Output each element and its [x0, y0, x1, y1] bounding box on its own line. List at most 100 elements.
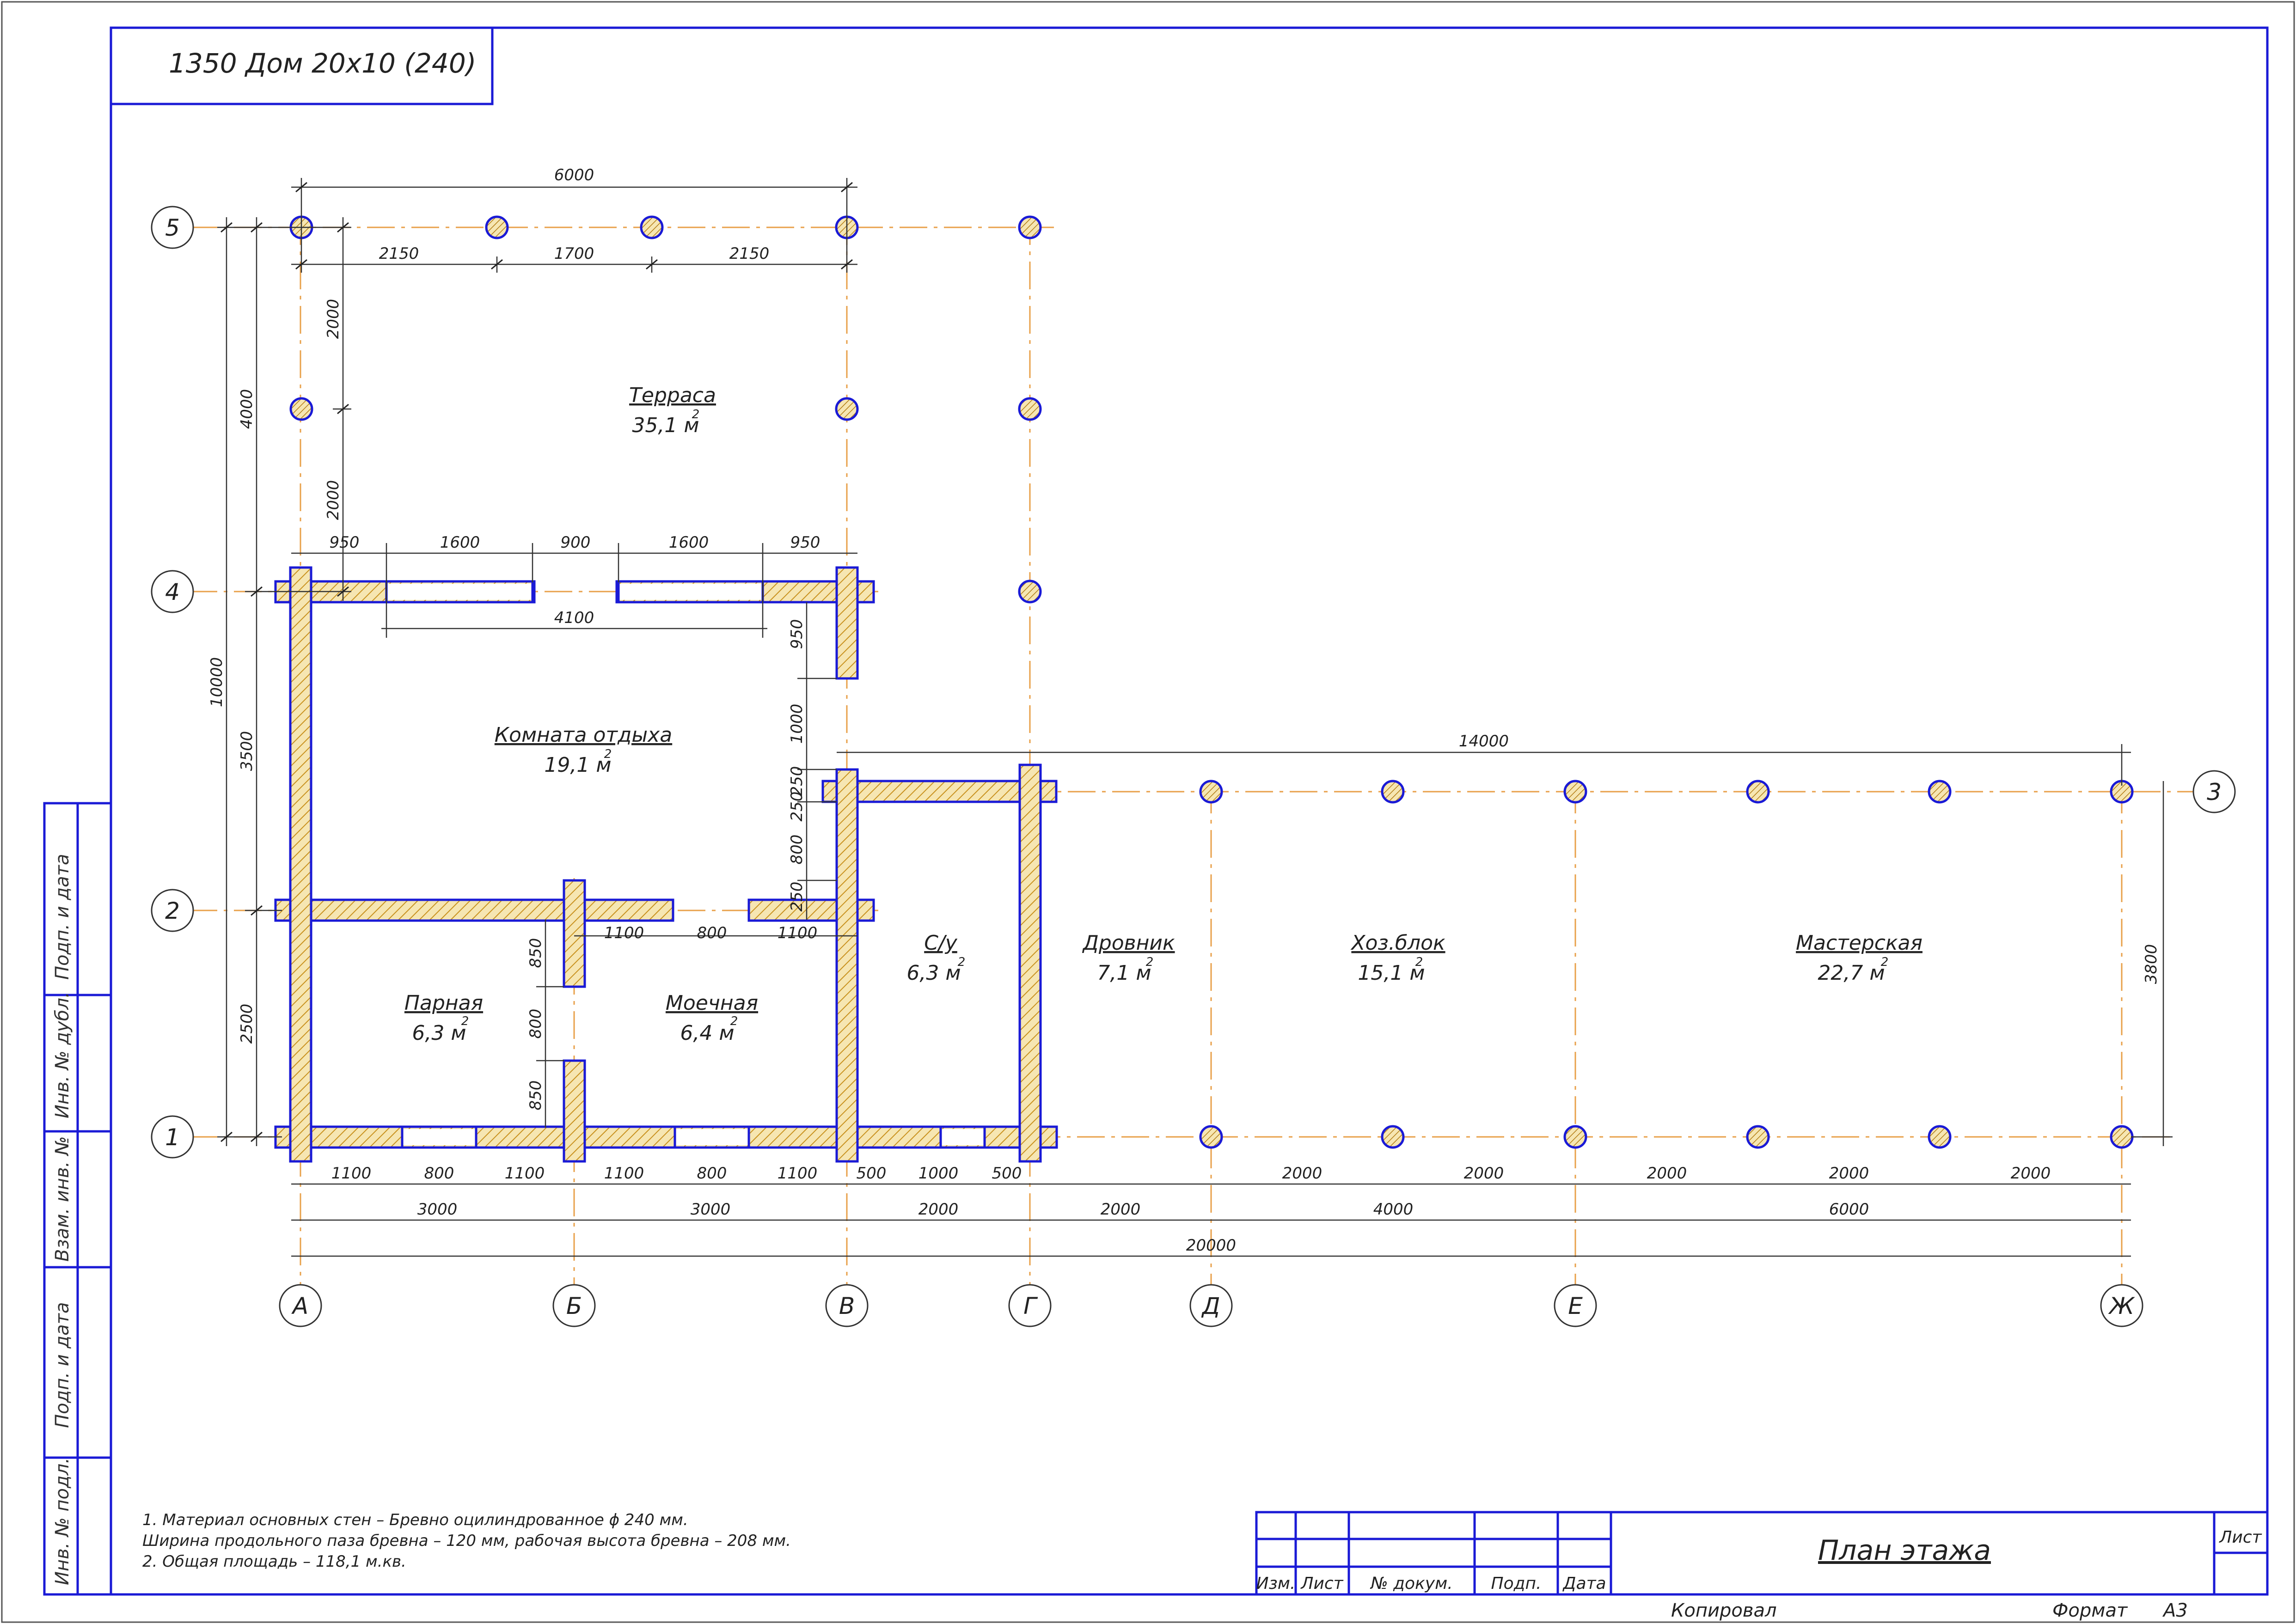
- wall-openings: [386, 584, 985, 1145]
- dim-label: 800: [788, 835, 806, 865]
- dim-label: 1100: [505, 1164, 545, 1183]
- dim-label: 850: [527, 938, 545, 968]
- dim-label: 2000: [1282, 1164, 1322, 1183]
- axis-label: 3: [2207, 779, 2222, 806]
- axis-label: В: [839, 1293, 855, 1319]
- axis-label: Г: [1023, 1293, 1038, 1319]
- axis-label: 1: [165, 1124, 180, 1151]
- dim-label: 2150: [379, 244, 419, 263]
- room-name: Комната отдыха: [495, 723, 672, 747]
- axis-label: 2: [165, 897, 180, 924]
- project-title: 1350 Дом 20х10 (240): [169, 48, 476, 79]
- dim-label: 1000: [788, 704, 806, 744]
- column: [1928, 1125, 1952, 1149]
- dim-label: 2000: [2011, 1164, 2051, 1183]
- column: [289, 397, 313, 421]
- room-area: 6,3 м: [412, 1021, 466, 1045]
- room-name: Моечная: [666, 991, 758, 1015]
- dim-label: 10000: [208, 657, 226, 707]
- stamp-label: Подп. и дата: [52, 1302, 73, 1428]
- dim-label: 4100: [554, 609, 594, 627]
- tb-col-header: Подп.: [1491, 1574, 1542, 1593]
- axis-label: Д: [1201, 1293, 1220, 1319]
- room-name: С/у: [924, 931, 958, 955]
- dim-label: 14000: [1459, 732, 1509, 751]
- dim-label: 2000: [918, 1200, 959, 1219]
- dim-label: 2500: [238, 1004, 256, 1044]
- general-notes: 1. Материал основных стен – Бревно оцили…: [142, 1511, 791, 1571]
- room-name: Мастерская: [1796, 931, 1923, 955]
- column: [1563, 780, 1587, 804]
- dim-label: 500: [857, 1164, 887, 1183]
- room-name: Хоз.блок: [1350, 931, 1445, 955]
- dim-label: 2000: [324, 480, 343, 520]
- column: [1928, 780, 1952, 804]
- title-block: [1255, 1511, 2269, 1596]
- log-walls: [274, 566, 1058, 1163]
- stamp-label: Подп. и дата: [52, 854, 73, 980]
- column: [1199, 780, 1223, 804]
- dim-label: 800: [424, 1164, 454, 1183]
- column: [485, 215, 509, 239]
- tb-format-label: Формат: [2052, 1600, 2128, 1621]
- room-area: 6,4 м: [680, 1021, 734, 1045]
- dim-label: 950: [790, 533, 820, 552]
- note-line: 1. Материал основных стен – Бревно оцили…: [142, 1511, 688, 1529]
- room-name: Парная: [404, 991, 483, 1015]
- dim-label: 2000: [1464, 1164, 1504, 1183]
- tb-copied: Копировал: [1671, 1600, 1777, 1621]
- dimension-lines: [217, 178, 2173, 1257]
- column: [2110, 1125, 2134, 1149]
- stamp-label: Инв. № дубл.: [52, 992, 73, 1118]
- dim-label: 3500: [238, 731, 256, 771]
- main-frame: [110, 26, 2269, 1596]
- room-wc: С/у 6,3 м 2: [906, 931, 965, 985]
- dim-label: 900: [561, 533, 591, 552]
- room-terrace: Терраса 35,1 м 2: [629, 384, 716, 437]
- dimension-ticks: [220, 182, 853, 1142]
- room-area: 7,1 м: [1097, 961, 1151, 985]
- dim-label: 800: [697, 1164, 727, 1183]
- column: [1199, 1125, 1223, 1149]
- dim-label: 2000: [1829, 1164, 1869, 1183]
- dim-label: 1100: [604, 1164, 644, 1183]
- dim-label: 500: [992, 1164, 1022, 1183]
- area-sup: 2: [1415, 955, 1423, 969]
- room-steam: Парная 6,3 м 2: [404, 991, 483, 1045]
- tb-col-header: Изм.: [1256, 1574, 1296, 1593]
- area-sup: 2: [1146, 955, 1154, 969]
- column: [1746, 780, 1770, 804]
- room-lounge: Комната отдыха 19,1 м 2: [495, 723, 672, 777]
- area-sup: 2: [461, 1014, 469, 1028]
- dim-label: 250: [788, 882, 806, 912]
- dim-label: 3800: [2142, 944, 2161, 984]
- dim-label: 250: [788, 766, 806, 796]
- tb-sheet-label: Лист: [2218, 1528, 2262, 1547]
- tb-format-value: А3: [2162, 1600, 2188, 1621]
- dim-label: 4000: [238, 389, 256, 429]
- column: [640, 215, 664, 239]
- note-line: 2. Общая площадь – 118,1 м.кв.: [142, 1552, 406, 1571]
- room-area: 35,1 м: [632, 414, 699, 437]
- dim-label: 1100: [778, 924, 818, 942]
- axis-label: А: [291, 1293, 308, 1319]
- dim-label: 2000: [324, 299, 343, 339]
- column: [1018, 215, 1042, 239]
- room-woodshed: Дровник 7,1 м 2: [1082, 931, 1175, 985]
- dim-label: 1600: [440, 533, 480, 552]
- stamp-label: Взам. инв. №: [52, 1136, 73, 1262]
- dim-label: 6000: [554, 166, 594, 184]
- room-area: 19,1 м: [544, 753, 611, 777]
- axis-label: Е: [1568, 1293, 1583, 1319]
- opening-jambs: [385, 581, 986, 1148]
- column: [1381, 780, 1405, 804]
- column: [1018, 580, 1042, 604]
- axis-label: 5: [165, 214, 180, 241]
- dim-label: 250: [788, 792, 806, 822]
- area-sup: 2: [730, 1014, 738, 1028]
- axis-bubbles: [151, 206, 2236, 1327]
- project-title-box: 1350 Дом 20х10 (240): [111, 28, 494, 105]
- dim-label: 1000: [918, 1164, 959, 1183]
- area-sup: 2: [1881, 955, 1889, 969]
- column: [1563, 1125, 1587, 1149]
